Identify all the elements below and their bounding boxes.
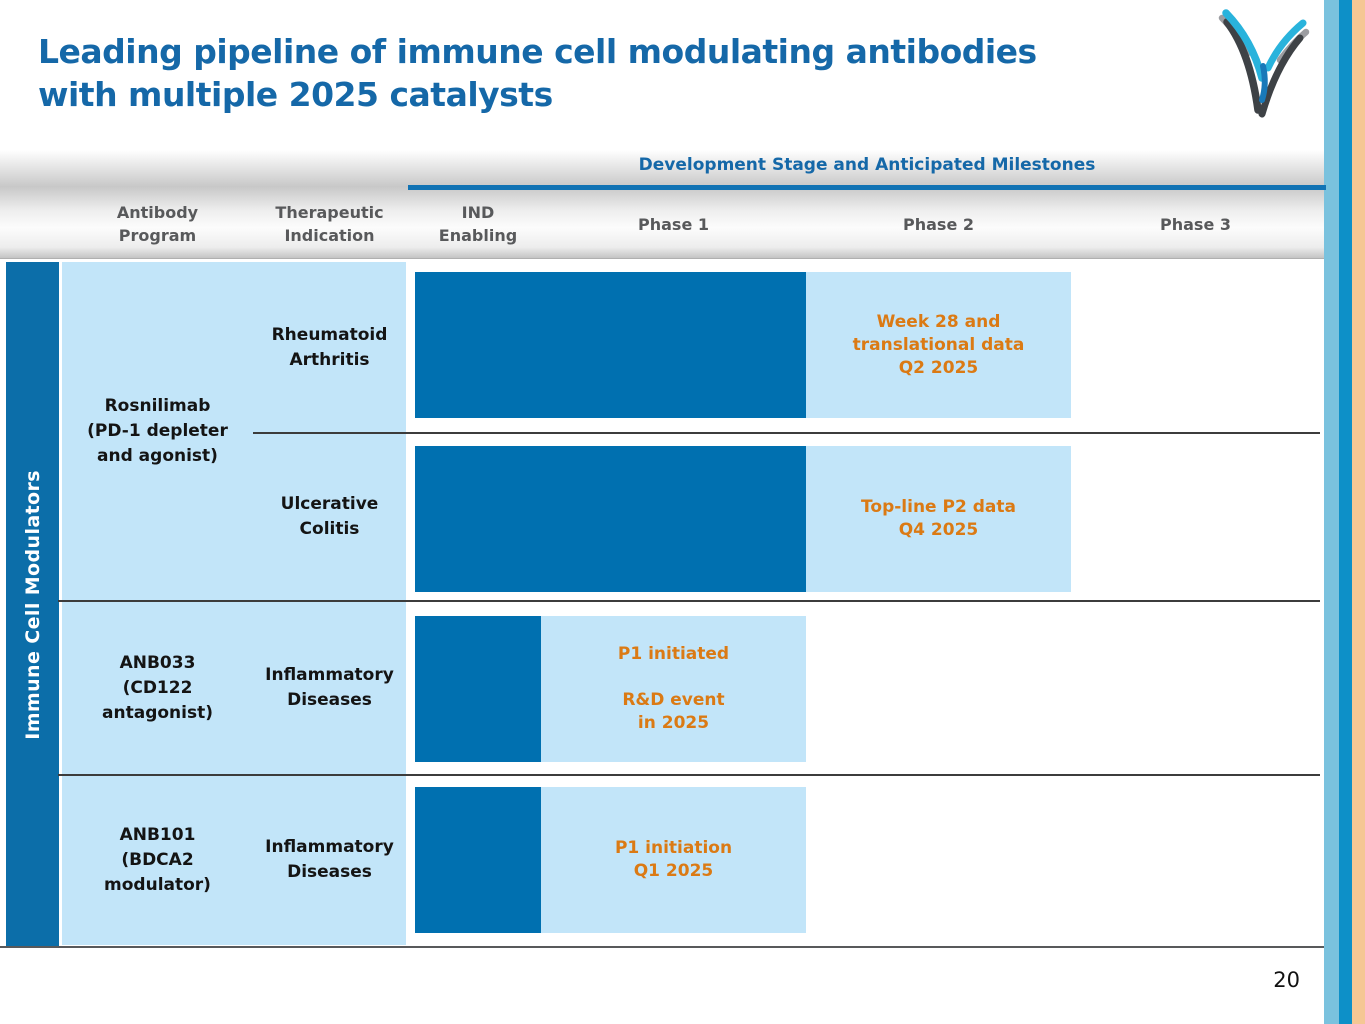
column-header-phase-3: Phase 3 [1160,214,1231,234]
table-bottom-rule [0,946,1324,948]
program-cell: ANB101 (BDCA2 modulator) [104,824,211,895]
stage-header-rule [408,185,1326,190]
milestone-text: Week 28 and translational data Q2 2025 [852,311,1025,378]
column-header-antibody-program: Antibody Program [116,203,199,245]
logo-cyan-right-swoosh [1264,19,1307,72]
indication-cell: Inflammatory Diseases [265,837,394,882]
milestone-box: P1 initiated R&D event in 2025 [541,616,806,762]
column-header-therapeutic-indication: Therapeutic Indication [275,203,384,245]
indication-cell: Ulcerative Colitis [280,494,379,539]
edge-stripe-light-blue [1324,0,1339,1024]
logo-blue-center-swoosh [1259,63,1268,103]
milestone-box: Top-line P2 data Q4 2025 [806,446,1071,592]
logo-dark-right-swoosh [1258,34,1304,118]
column-header-ind-enabling: IND Enabling [438,203,518,245]
stage-header: Development Stage and Anticipated Milest… [638,155,1096,175]
header-band [0,150,1324,259]
milestone-box: P1 initiation Q1 2025 [541,787,806,933]
category-sidebar: Immune Cell Modulators [6,262,59,947]
column-header-phase-1: Phase 1 [638,214,709,234]
edge-stripe-blue [1339,0,1352,1024]
page-number: 20 [1273,968,1300,992]
indication-cell: Rheumatoid Arthritis [271,324,388,370]
edge-stripe-tan [1352,0,1365,1024]
stage-progress-bar [415,272,806,418]
program-column-background [62,262,406,945]
milestone-text: Top-line P2 data Q4 2025 [861,497,1016,540]
page-title: Leading pipeline of immune cell modulati… [38,32,1037,114]
milestone-box: Week 28 and translational data Q2 2025 [806,272,1071,418]
milestone-text: P1 initiation Q1 2025 [614,838,733,881]
logo-cyan-left-swoosh [1222,9,1266,82]
group-separator [58,774,1320,776]
group-separator [58,600,1320,602]
logo-dark-left-swoosh [1223,18,1262,114]
program-cell: ANB033 (CD122 antagonist) [102,652,213,723]
company-logo [1218,9,1310,118]
indication-separator [253,432,1320,434]
stage-progress-bar [415,787,541,933]
column-header-phase-2: Phase 2 [903,214,974,234]
category-sidebar-label: Immune Cell Modulators [21,469,44,740]
stage-progress-bar [415,616,541,762]
milestone-text: P1 initiated R&D event in 2025 [617,644,730,733]
indication-cell: Inflammatory Diseases [265,665,394,710]
stage-progress-bar [415,446,806,592]
program-cell: Rosnilimab (PD-1 depleter and agonist) [87,396,228,466]
